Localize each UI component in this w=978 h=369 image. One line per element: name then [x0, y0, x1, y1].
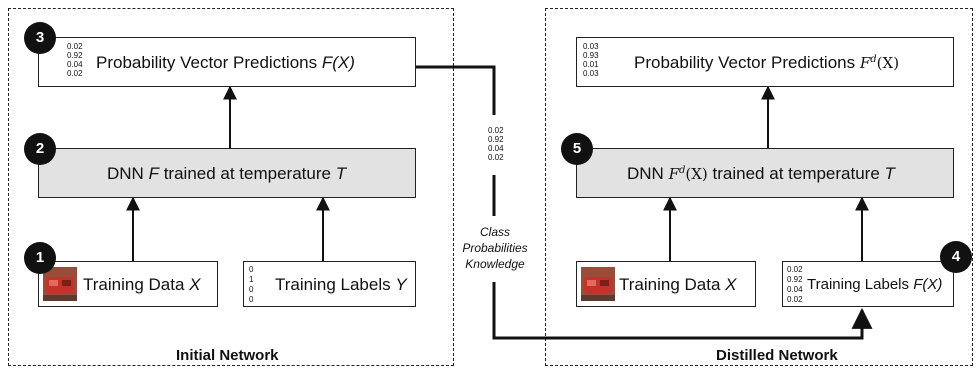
- knowledge-transfer-path: [415, 65, 496, 115]
- distilled-network-title: Distilled Network: [716, 347, 838, 364]
- prob-value: 0.03: [583, 69, 599, 78]
- distilled-output-label: Probability Vector Predictions Fd(X): [634, 53, 900, 72]
- distilled-training-data-label: Training Data X: [619, 275, 737, 294]
- distilled-dnn-box: DNN Fd(X) trained at temperature T: [576, 148, 954, 198]
- label-value: 0.04: [787, 285, 803, 294]
- prob-value: 0.04: [488, 144, 504, 153]
- initial-output-probs: 0.02 0.92 0.04 0.02: [67, 42, 83, 78]
- step-badge-1: 1: [24, 242, 56, 274]
- initial-dnn-label: DNN F trained at temperature T: [107, 164, 347, 183]
- initial-network-title: Initial Network: [176, 347, 279, 364]
- label-value: 0: [249, 295, 254, 304]
- initial-training-data-box: Training Data X: [38, 261, 218, 307]
- prob-value: 0.02: [67, 69, 83, 78]
- training-image-thumbnail: [43, 267, 77, 301]
- step-badge-2: 2: [24, 133, 56, 165]
- prob-value: 0.02: [488, 126, 504, 135]
- initial-training-labels-label: Training Labels Y: [275, 275, 407, 294]
- distilled-output-math: Fd(X): [859, 54, 900, 72]
- distilled-output-probs: 0.03 0.93 0.01 0.03: [583, 42, 599, 78]
- label-value: 0: [249, 265, 254, 274]
- distilled-dnn-label: DNN Fd(X) trained at temperature T: [627, 164, 895, 183]
- initial-labels-probs: 0 1 0 0: [249, 265, 253, 305]
- prob-value: 0.01: [583, 60, 599, 69]
- initial-output-math: F(X): [321, 53, 355, 72]
- initial-output-label: Probability Vector Predictions F(X): [96, 53, 355, 72]
- initial-training-data-label: Training Data X: [83, 275, 201, 294]
- distilled-training-labels-box: 0.02 0.92 0.04 0.02 Training Labels F(X): [782, 261, 954, 307]
- step-badge-3: 3: [24, 22, 56, 54]
- distilled-training-data-box: Training Data X: [576, 261, 756, 307]
- distilled-network-panel: [545, 8, 973, 366]
- class-probabilities-knowledge-label: Class Probabilities Knowledge: [455, 224, 535, 272]
- initial-network-panel: [8, 8, 454, 366]
- initial-dnn-box: DNN F trained at temperature T: [38, 148, 416, 198]
- prob-value: 0.93: [583, 51, 599, 60]
- initial-output-box: 0.02 0.92 0.04 0.02 Probability Vector P…: [38, 37, 416, 87]
- prob-value: 0.02: [488, 153, 504, 162]
- label-value: 0.02: [787, 295, 803, 304]
- step-badge-4: 4: [940, 241, 972, 273]
- prob-value: 0.04: [67, 60, 83, 69]
- distilled-training-labels-label: Training Labels F(X): [807, 276, 943, 293]
- label-value: 1: [249, 275, 254, 284]
- label-value: 0.92: [787, 275, 803, 284]
- label-value: 0.02: [787, 265, 803, 274]
- prob-value: 0.92: [67, 51, 83, 60]
- training-image-thumbnail: [581, 267, 615, 301]
- step-badge-5: 5: [561, 133, 593, 165]
- prob-value: 0.92: [488, 135, 504, 144]
- prob-value: 0.02: [67, 42, 83, 51]
- label-value: 0: [249, 285, 254, 294]
- knowledge-transfer-path-bottom: [492, 282, 873, 340]
- distilled-dnn-math: Fd(X): [668, 165, 708, 183]
- transfer-probs: 0.02 0.92 0.04 0.02: [488, 126, 504, 162]
- distilled-labels-probs: 0.02 0.92 0.04 0.02: [787, 265, 803, 305]
- distilled-output-box: 0.03 0.93 0.01 0.03 Probability Vector P…: [576, 37, 954, 87]
- prob-value: 0.03: [583, 42, 599, 51]
- initial-training-labels-box: 0 1 0 0 Training Labels Y: [243, 261, 416, 307]
